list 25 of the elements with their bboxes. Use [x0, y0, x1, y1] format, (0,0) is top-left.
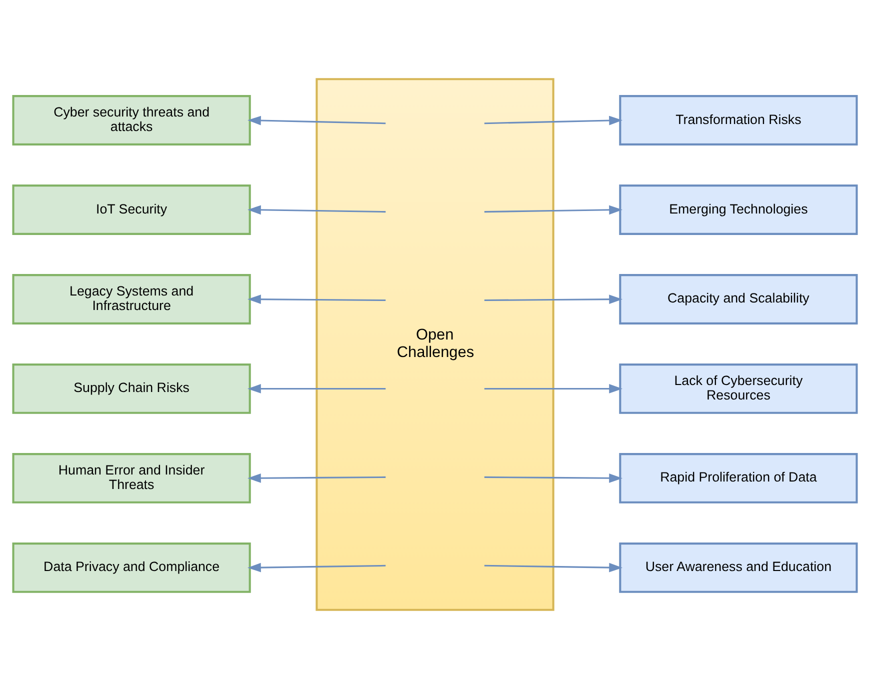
node-box: Emerging Technologies	[618, 184, 858, 234]
node-box: Capacity and Scalability	[618, 274, 858, 324]
node-box: Open Challenges	[315, 78, 554, 610]
arrow	[247, 115, 386, 125]
node-box: Cyber security threats and attacks	[12, 94, 250, 145]
arrow	[484, 384, 622, 393]
arrow	[247, 204, 386, 214]
node-box: User Awareness and Education	[618, 542, 858, 592]
arrow	[247, 472, 386, 482]
arrow	[484, 472, 622, 482]
node-box: Lack of Cybersecurity Resources	[618, 363, 858, 414]
arrow	[484, 204, 622, 214]
node-box: Transformation Risks	[618, 94, 858, 145]
node-box: Legacy Systems and Infrastructure	[12, 274, 250, 324]
node-box: Data Privacy and Compliance	[12, 542, 250, 592]
node-box: Supply Chain Risks	[12, 363, 250, 414]
node-box: IoT Security	[12, 184, 250, 234]
node-box: Human Error and Insider Threats	[12, 452, 250, 503]
arrow	[247, 384, 386, 393]
arrow	[484, 294, 622, 304]
arrow	[484, 115, 622, 125]
arrow	[247, 294, 386, 304]
arrow	[484, 562, 622, 572]
node-box: Rapid Proliferation of Data	[618, 452, 858, 503]
arrow	[247, 562, 386, 572]
